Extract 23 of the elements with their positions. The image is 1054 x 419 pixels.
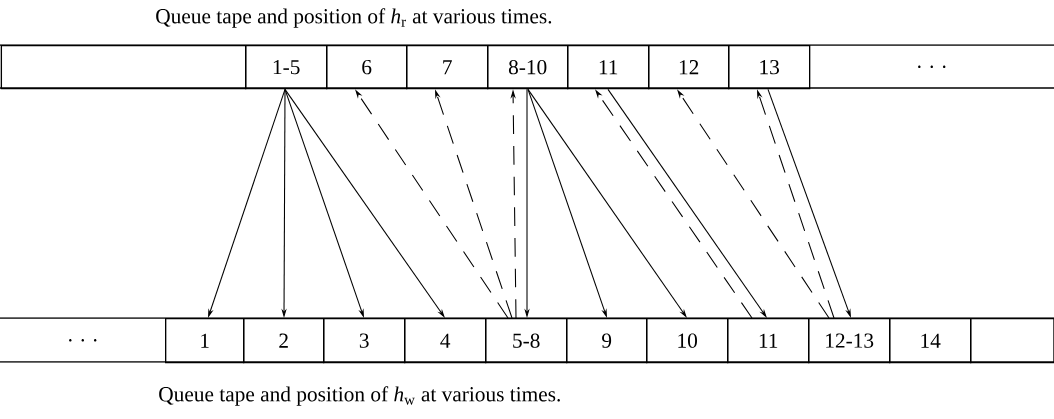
tape-cell: 12 [648,45,730,90]
tape-cell: 3 [323,318,406,364]
tape-cell: 4 [404,318,487,364]
tape-cell: 8-10 [487,45,569,90]
tape-cell: 2 [243,318,325,364]
tape-cell [0,45,247,90]
tape-cell: 1 [165,318,245,364]
tape-cell: . . . [69,339,97,342]
tape-cell [970,318,1054,364]
tape-cell: . . . [918,65,946,68]
caption-text: Queue tape and position of h$_{r}$ at various times. [156,8,552,28]
tape-cell: 14 [889,318,972,364]
tape-cell: 13 [728,45,811,90]
tape-cell: 6 [326,45,408,90]
tape-cell: 10 [646,318,729,364]
tape-cell: 11 [567,45,650,90]
tape-cell: 5-8 [485,318,568,364]
tape-cell: 12-13 [808,318,891,364]
caption-text: Queue tape and position of h$_{w}$ at various times. [159,386,560,406]
tape-cell: 7 [406,45,489,90]
tape-cell: 9 [566,318,648,364]
tape-cell: 1-5 [245,45,328,90]
tape-cell: 11 [727,318,810,364]
